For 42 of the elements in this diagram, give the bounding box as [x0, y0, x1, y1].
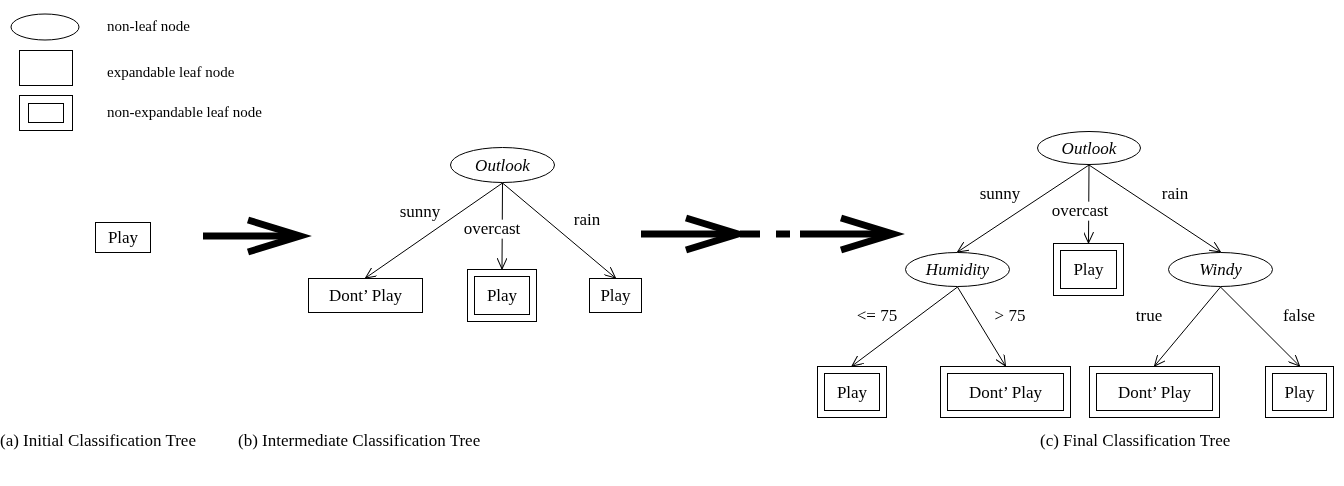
leaf-box — [95, 222, 151, 253]
edge-label: overcast — [1050, 201, 1110, 221]
node-label: Windy — [1199, 261, 1242, 278]
caption: (b) Intermediate Classification Tree — [238, 432, 481, 449]
node-label: Dont’ Play — [969, 383, 1042, 401]
node-label: Play — [107, 229, 139, 246]
leaf-box — [308, 278, 423, 313]
node-label: Dont’ Play — [329, 287, 402, 304]
arrow — [851, 286, 958, 367]
node-label: Play — [1284, 383, 1315, 401]
node-label: Play — [836, 383, 868, 401]
decision-ellipse — [905, 252, 1010, 287]
legend-label: non-expandable leaf node — [107, 105, 262, 120]
node-label: Play — [486, 287, 518, 304]
arrow — [502, 182, 616, 279]
node-label: Play — [600, 287, 631, 304]
caption: (a) Initial Classification Tree — [0, 432, 196, 449]
legend-label: expandable leaf node — [107, 65, 235, 80]
arrow — [1088, 164, 1221, 253]
double-framed-leaf-box — [467, 269, 537, 322]
node-label: Humidity — [925, 261, 990, 278]
legend-label: non-leaf node — [107, 19, 190, 34]
caption: (c) Final Classification Tree — [1040, 432, 1231, 449]
node-label: Outlook — [1061, 139, 1117, 157]
node-label: Dont’ Play — [1118, 383, 1191, 401]
decision-ellipse — [1168, 252, 1273, 287]
double-framed-leaf-box — [1265, 366, 1334, 418]
decision-ellipse — [1037, 131, 1141, 165]
arrow — [365, 182, 503, 279]
double-framed-leaf-box — [1089, 366, 1220, 418]
leaf-box — [589, 278, 642, 313]
double-framed-leaf-box — [817, 366, 887, 418]
double-framed-leaf-box — [940, 366, 1071, 418]
arrow — [957, 164, 1090, 253]
arrow — [957, 286, 1006, 367]
node-label: Outlook — [475, 156, 530, 174]
double-framed-leaf-box — [1053, 243, 1124, 296]
arrow — [1220, 286, 1300, 367]
decision-ellipse — [450, 147, 555, 183]
edge-label: overcast — [462, 219, 522, 239]
arrow — [1154, 286, 1221, 367]
node-label: Play — [1073, 261, 1104, 278]
